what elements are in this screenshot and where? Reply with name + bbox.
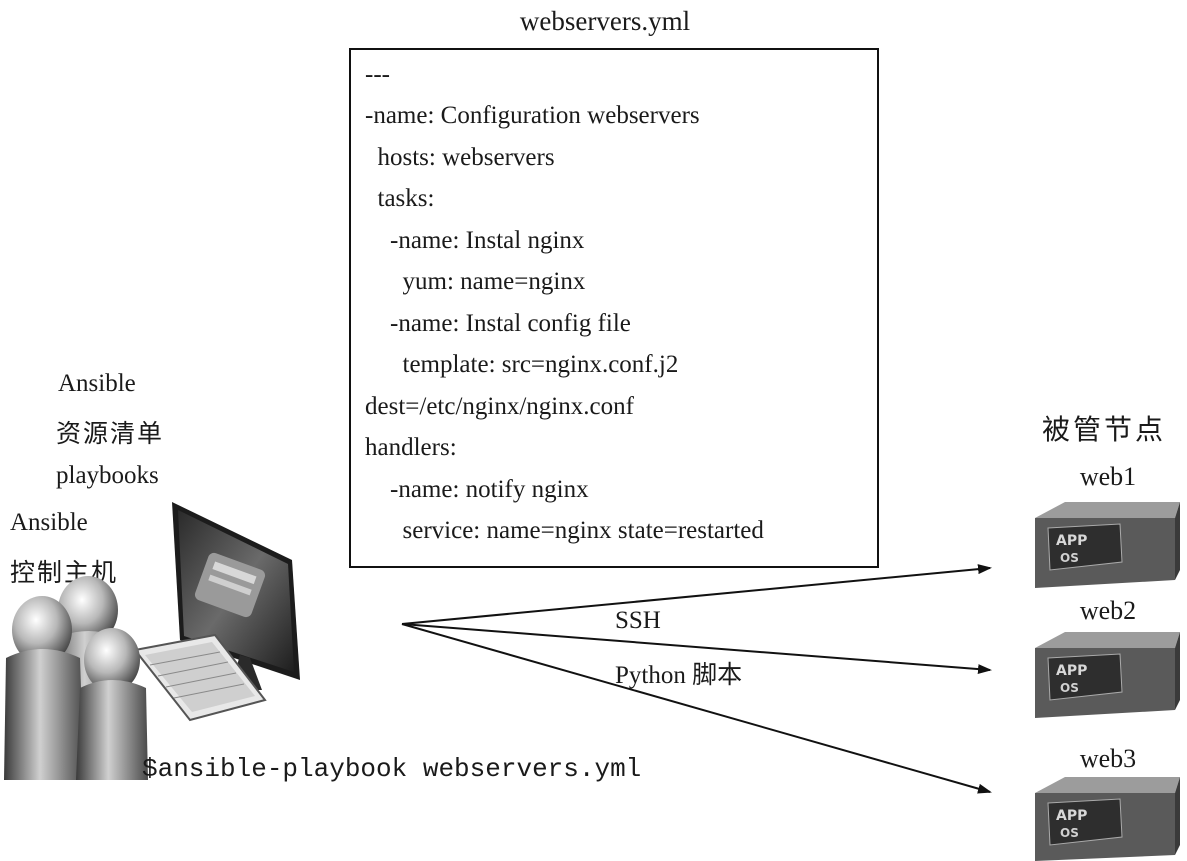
control-host-illustration xyxy=(4,502,300,780)
code-line: -name: Configuration webservers xyxy=(365,102,700,129)
app-label: APP xyxy=(1056,663,1087,679)
code-line: -name: notify nginx xyxy=(365,476,589,503)
keyboard-icon xyxy=(133,633,267,722)
app-label: APP xyxy=(1056,533,1087,549)
file-title: webservers.yml xyxy=(519,6,691,36)
inventory-label: 资源清单 xyxy=(56,419,165,448)
monitor-icon xyxy=(172,502,300,690)
code-line: handlers: xyxy=(365,434,457,461)
python-script-label: Python 脚本 xyxy=(615,662,743,689)
code-line: -name: Instal nginx xyxy=(365,227,585,254)
users-icon xyxy=(4,576,148,780)
playbooks-label: playbooks xyxy=(56,462,159,489)
os-label: OS xyxy=(1060,826,1079,840)
server-box-web1: APP OS xyxy=(1035,502,1180,588)
code-line: yum: name=nginx xyxy=(365,268,586,295)
code-line: tasks: xyxy=(365,185,435,212)
code-line: -name: Instal config file xyxy=(365,310,631,337)
os-label: OS xyxy=(1060,681,1079,695)
arrow-to-web1 xyxy=(401,564,992,625)
code-line: template: src=nginx.conf.j2 xyxy=(365,351,679,378)
ansible-label: Ansible xyxy=(58,370,136,397)
node-name-web3: web3 xyxy=(1079,744,1137,773)
server-box-web2: APP OS xyxy=(1035,632,1180,718)
code-line: service: name=nginx state=restarted xyxy=(365,517,764,544)
arrow-to-web2 xyxy=(401,623,992,675)
code-line: dest=/etc/nginx/nginx.conf xyxy=(365,393,634,420)
os-label: OS xyxy=(1060,551,1079,565)
code-line: hosts: webservers xyxy=(365,144,555,171)
code-line: --- xyxy=(365,61,390,88)
arrow-to-web3 xyxy=(401,623,992,794)
managed-nodes-title: 被管节点 xyxy=(1042,413,1167,446)
ssh-label: SSH xyxy=(615,607,661,634)
server-box-web3: APP OS xyxy=(1035,777,1180,861)
node-name-web2: web2 xyxy=(1079,596,1137,625)
playbook-command: $ansible-playbook webservers.yml xyxy=(142,754,642,784)
app-label: APP xyxy=(1056,808,1087,824)
ansible-control-label: Ansible xyxy=(10,509,88,536)
node-name-web1: web1 xyxy=(1079,462,1137,491)
playbook-code-box: --- -name: Configuration webservers host… xyxy=(349,48,879,568)
